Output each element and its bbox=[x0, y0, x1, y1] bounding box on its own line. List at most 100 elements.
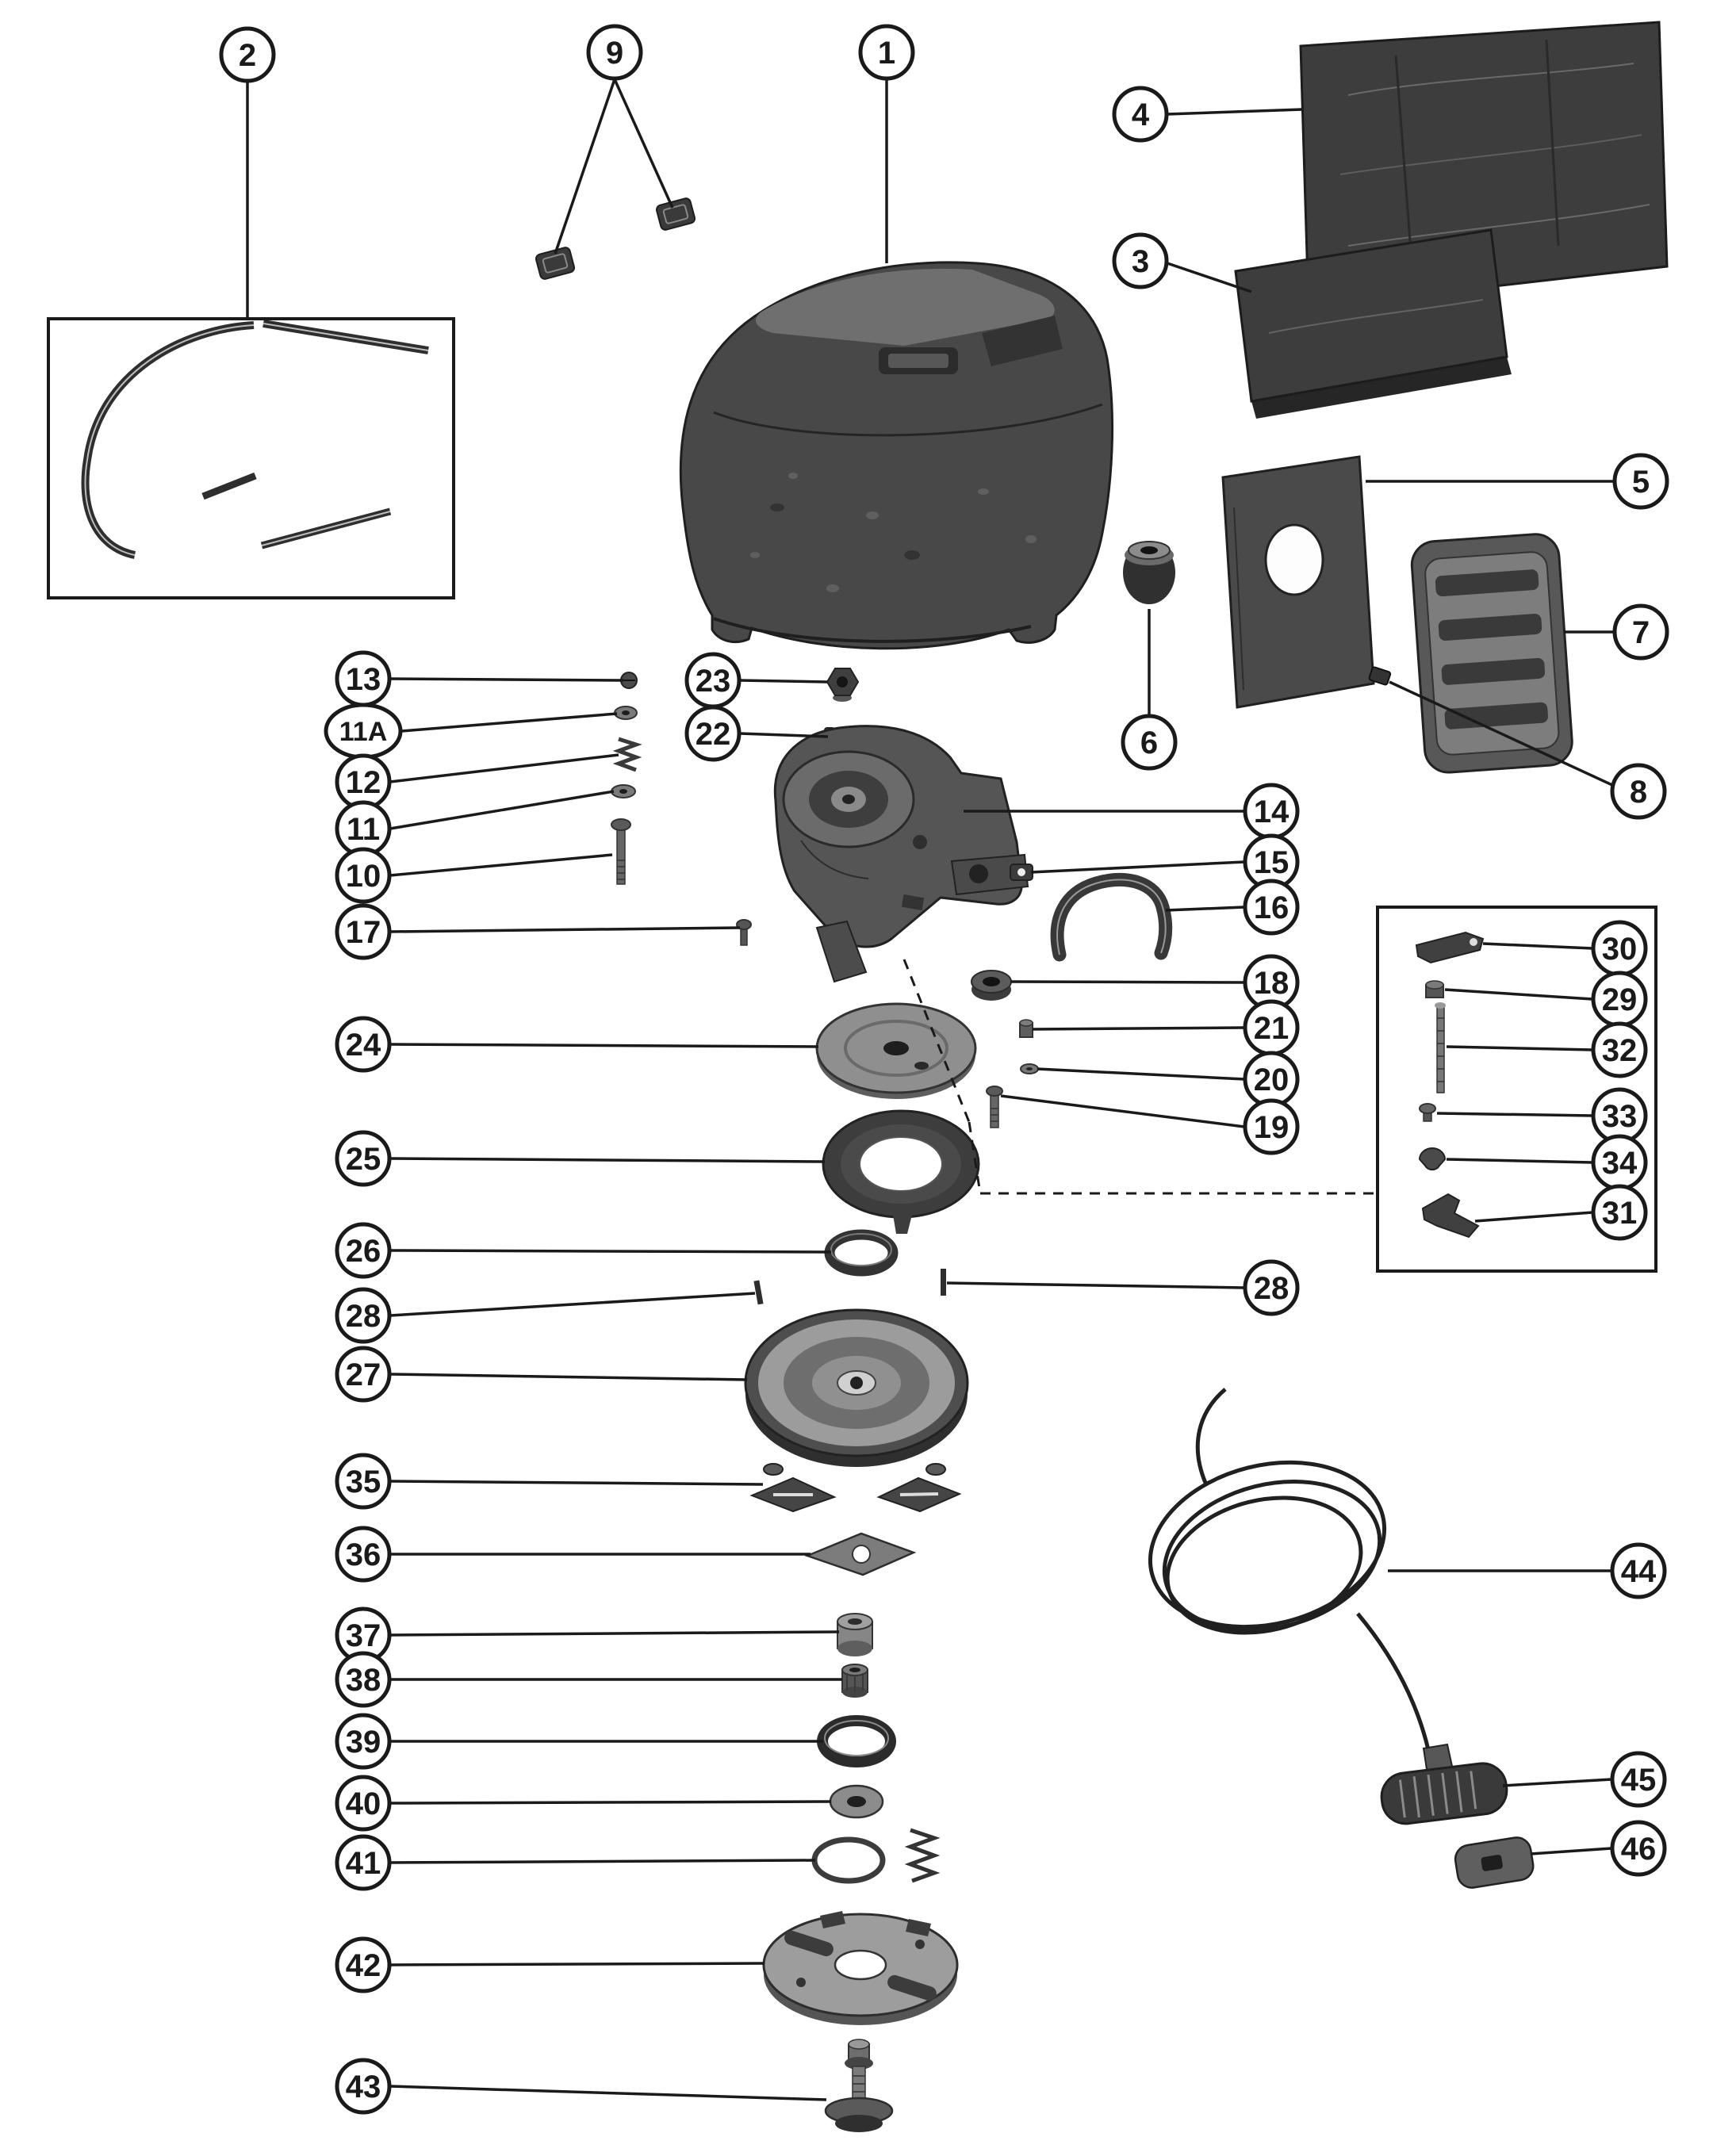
part-washer-40 bbox=[829, 1784, 884, 1819]
callout-number: 28 bbox=[1254, 1271, 1290, 1306]
callout-number: 11 bbox=[347, 812, 380, 847]
callout-number: 46 bbox=[1621, 1832, 1657, 1867]
callout-5: 5 bbox=[1612, 453, 1669, 510]
callout-number: 36 bbox=[346, 1538, 381, 1572]
part-baffle-plate bbox=[1221, 455, 1375, 709]
part-handle-bracket-16 bbox=[1050, 872, 1173, 962]
callout-circle bbox=[1121, 714, 1178, 771]
callout-7: 7 bbox=[1612, 603, 1669, 661]
callout-circle bbox=[586, 24, 643, 81]
callout-19: 19 bbox=[1243, 1098, 1300, 1155]
callout-number: 7 bbox=[1632, 615, 1650, 650]
callout-11: 11 bbox=[335, 800, 392, 857]
callout-45: 45 bbox=[1610, 1751, 1667, 1808]
part-grommet bbox=[1123, 541, 1175, 604]
callout-number: 40 bbox=[346, 1786, 381, 1821]
part-rubber-mount-pair bbox=[535, 197, 696, 280]
callout-21: 21 bbox=[1243, 999, 1300, 1056]
callout-15: 15 bbox=[1243, 833, 1300, 890]
callout-1: 1 bbox=[858, 24, 915, 81]
callout-16: 16 bbox=[1243, 879, 1300, 936]
callout-number: 3 bbox=[1132, 244, 1149, 279]
leader-line-19 bbox=[1000, 1094, 1245, 1128]
leader-line-20 bbox=[1037, 1067, 1245, 1081]
callout-circle bbox=[335, 1526, 392, 1583]
leader-line-32 bbox=[1446, 1045, 1593, 1051]
callout-circle bbox=[335, 1346, 392, 1403]
callout-number: 4 bbox=[1132, 98, 1150, 132]
callout-number: 32 bbox=[1602, 1033, 1638, 1068]
callout-number: 2 bbox=[239, 38, 256, 73]
part-retainer-26 bbox=[824, 1229, 899, 1277]
part-bolt-19 bbox=[986, 1086, 1003, 1128]
callout-number: 16 bbox=[1254, 890, 1290, 925]
part-spacer-21 bbox=[1019, 1019, 1033, 1038]
callout-circle bbox=[1610, 1542, 1667, 1599]
callout-14: 14 bbox=[1243, 783, 1300, 840]
callout-8: 8 bbox=[1610, 763, 1667, 820]
callout-circle bbox=[335, 1287, 392, 1344]
callout-number: 29 bbox=[1602, 982, 1638, 1017]
callout-3: 3 bbox=[1112, 232, 1169, 289]
callout-circle bbox=[1591, 1021, 1648, 1078]
part-nut-29 bbox=[1425, 980, 1444, 998]
leader-line-3 bbox=[1167, 262, 1252, 293]
callout-number: 39 bbox=[346, 1725, 381, 1760]
callout-35: 35 bbox=[335, 1453, 392, 1510]
part-pawl-plate-36 bbox=[804, 1532, 917, 1576]
part-bracket-31 bbox=[1421, 1193, 1480, 1239]
leader-line-11 bbox=[389, 790, 615, 830]
callout-circle bbox=[684, 705, 742, 762]
callout-circle bbox=[1112, 232, 1169, 289]
callout-circle bbox=[1591, 1184, 1648, 1241]
leader-line-27 bbox=[389, 1373, 748, 1381]
callout-32: 32 bbox=[1591, 1021, 1648, 1078]
leader-line-28 bbox=[389, 1292, 756, 1317]
part-rear-panel-small bbox=[1234, 228, 1512, 419]
part-gasket-41 bbox=[811, 1836, 886, 1884]
callout-circle bbox=[1112, 86, 1169, 143]
callout-number: 27 bbox=[346, 1358, 381, 1392]
callout-circle bbox=[1610, 1820, 1667, 1877]
callout-number: 31 bbox=[1602, 1196, 1638, 1231]
leader-line-35 bbox=[389, 1480, 764, 1486]
callout-number: 24 bbox=[346, 1028, 381, 1063]
leader-line-34 bbox=[1446, 1158, 1593, 1164]
leader-line-28 bbox=[946, 1281, 1245, 1289]
callout-24: 24 bbox=[335, 1016, 392, 1073]
callout-number: 15 bbox=[1254, 845, 1290, 880]
callout-circle bbox=[858, 24, 915, 81]
part-starter-handle-45 bbox=[1380, 1743, 1508, 1825]
leader-line-22 bbox=[739, 732, 829, 738]
leader-line-12 bbox=[389, 753, 619, 783]
leader-line-23 bbox=[739, 679, 828, 684]
callout-number: 44 bbox=[1621, 1554, 1657, 1589]
callout-circle bbox=[335, 903, 392, 960]
callout-number: 8 bbox=[1630, 775, 1647, 810]
part-handle-insert-46 bbox=[1454, 1836, 1535, 1889]
part-starter-shaft-43 bbox=[824, 2039, 894, 2132]
callout-17: 17 bbox=[335, 903, 392, 960]
part-spring-12 bbox=[612, 737, 642, 772]
callout-38: 38 bbox=[335, 1651, 392, 1708]
callout-number: 34 bbox=[1602, 1146, 1638, 1181]
part-bushing-38 bbox=[841, 1664, 868, 1698]
leader-line-15 bbox=[1030, 860, 1245, 874]
callout-number: 18 bbox=[1254, 966, 1290, 1001]
leader-line-9 bbox=[554, 79, 616, 255]
callout-number: 43 bbox=[346, 2070, 381, 2104]
callout-22: 22 bbox=[684, 705, 742, 762]
leader-line-26 bbox=[389, 1249, 832, 1254]
part-bushing-37 bbox=[837, 1613, 873, 1656]
callout-number: 17 bbox=[346, 915, 381, 950]
leader-line-17 bbox=[389, 926, 741, 933]
part-washer-20 bbox=[1020, 1063, 1039, 1074]
callout-12: 12 bbox=[335, 753, 392, 810]
leader-line-10 bbox=[389, 853, 613, 877]
callout-circle bbox=[335, 1936, 392, 1993]
callout-20: 20 bbox=[1243, 1051, 1300, 1108]
part-bolt-10 bbox=[611, 818, 631, 885]
part-top-cowl bbox=[679, 261, 1114, 650]
leader-line-8 bbox=[1389, 680, 1613, 787]
